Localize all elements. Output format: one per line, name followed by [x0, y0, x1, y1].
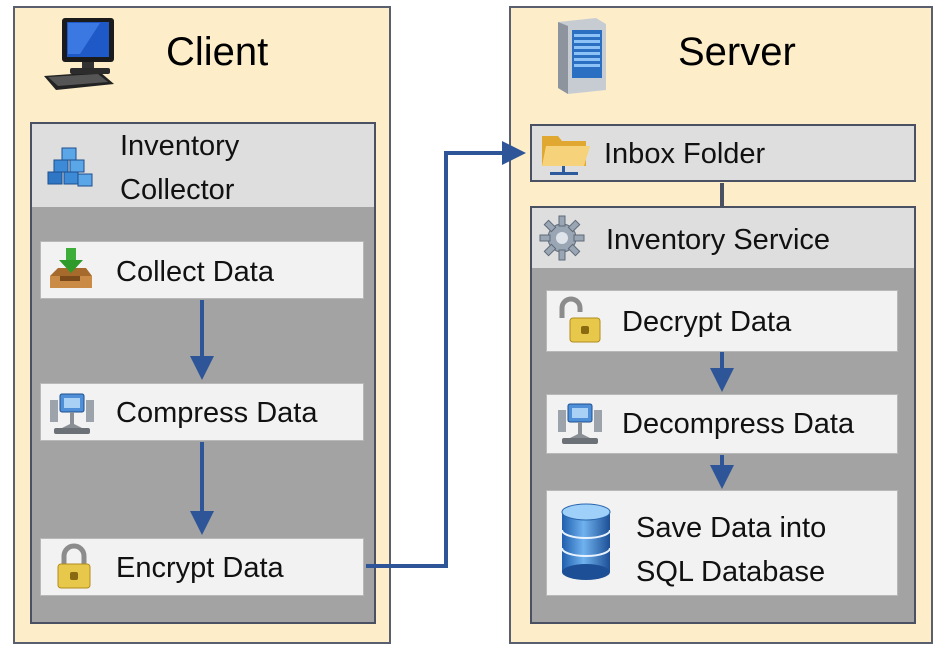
download-tray-icon	[46, 246, 94, 294]
client-title: Client	[166, 30, 269, 74]
inventory-collector-header	[32, 124, 374, 207]
server-icon	[550, 14, 610, 96]
decompress-icon	[556, 400, 604, 448]
decompress-data-label: Decompress Data	[622, 408, 855, 440]
decompress-data-step	[546, 394, 898, 454]
compress-icon	[48, 390, 96, 438]
cubes-icon	[46, 144, 94, 192]
server-title: Server	[678, 30, 796, 74]
lock-icon	[50, 542, 98, 590]
save-data-label: Save Data into SQL Database	[636, 512, 827, 588]
folder-network-icon	[538, 128, 592, 178]
computer-icon	[40, 14, 120, 96]
gear-icon	[538, 214, 586, 262]
encrypt-data-label: Encrypt Data	[116, 552, 284, 584]
collect-data-label: Collect Data	[116, 256, 274, 288]
inventory-service-header	[532, 208, 914, 268]
unlock-icon	[556, 296, 604, 344]
inventory-service-title: Inventory Service	[606, 224, 831, 256]
decrypt-data-step	[546, 290, 898, 352]
collect-data-step	[40, 241, 364, 299]
compress-data-label: Compress Data	[116, 397, 318, 429]
encrypt-data-step	[40, 538, 364, 596]
decrypt-data-label: Decrypt Data	[622, 306, 792, 338]
database-icon	[556, 502, 616, 582]
inventory-collector-title: Inventory Collector	[120, 130, 240, 206]
inbox-folder-box	[530, 124, 916, 182]
inbox-folder-title: Inbox Folder	[604, 138, 766, 170]
